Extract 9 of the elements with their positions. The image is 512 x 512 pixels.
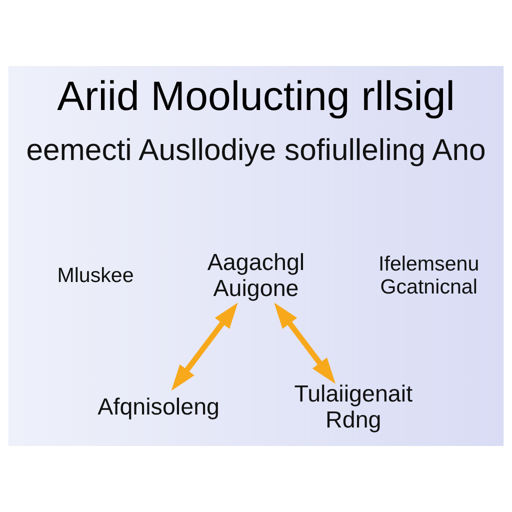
arrow (171, 302, 238, 391)
label: Mluskee (57, 264, 134, 288)
arrow (274, 302, 336, 384)
node-text: Aagachgl Auigone (207, 248, 305, 301)
label: Ifelemsenu Gcatnicnal (378, 252, 480, 299)
diagram-title: Ariid Moolucting rllsigl (57, 72, 455, 119)
node-text: Tulaiigenait Rdng (294, 380, 413, 433)
node-text: Afqnisoleng (98, 394, 220, 420)
label: eemecti Ausllodiye sofiulleling Ano (26, 134, 486, 168)
